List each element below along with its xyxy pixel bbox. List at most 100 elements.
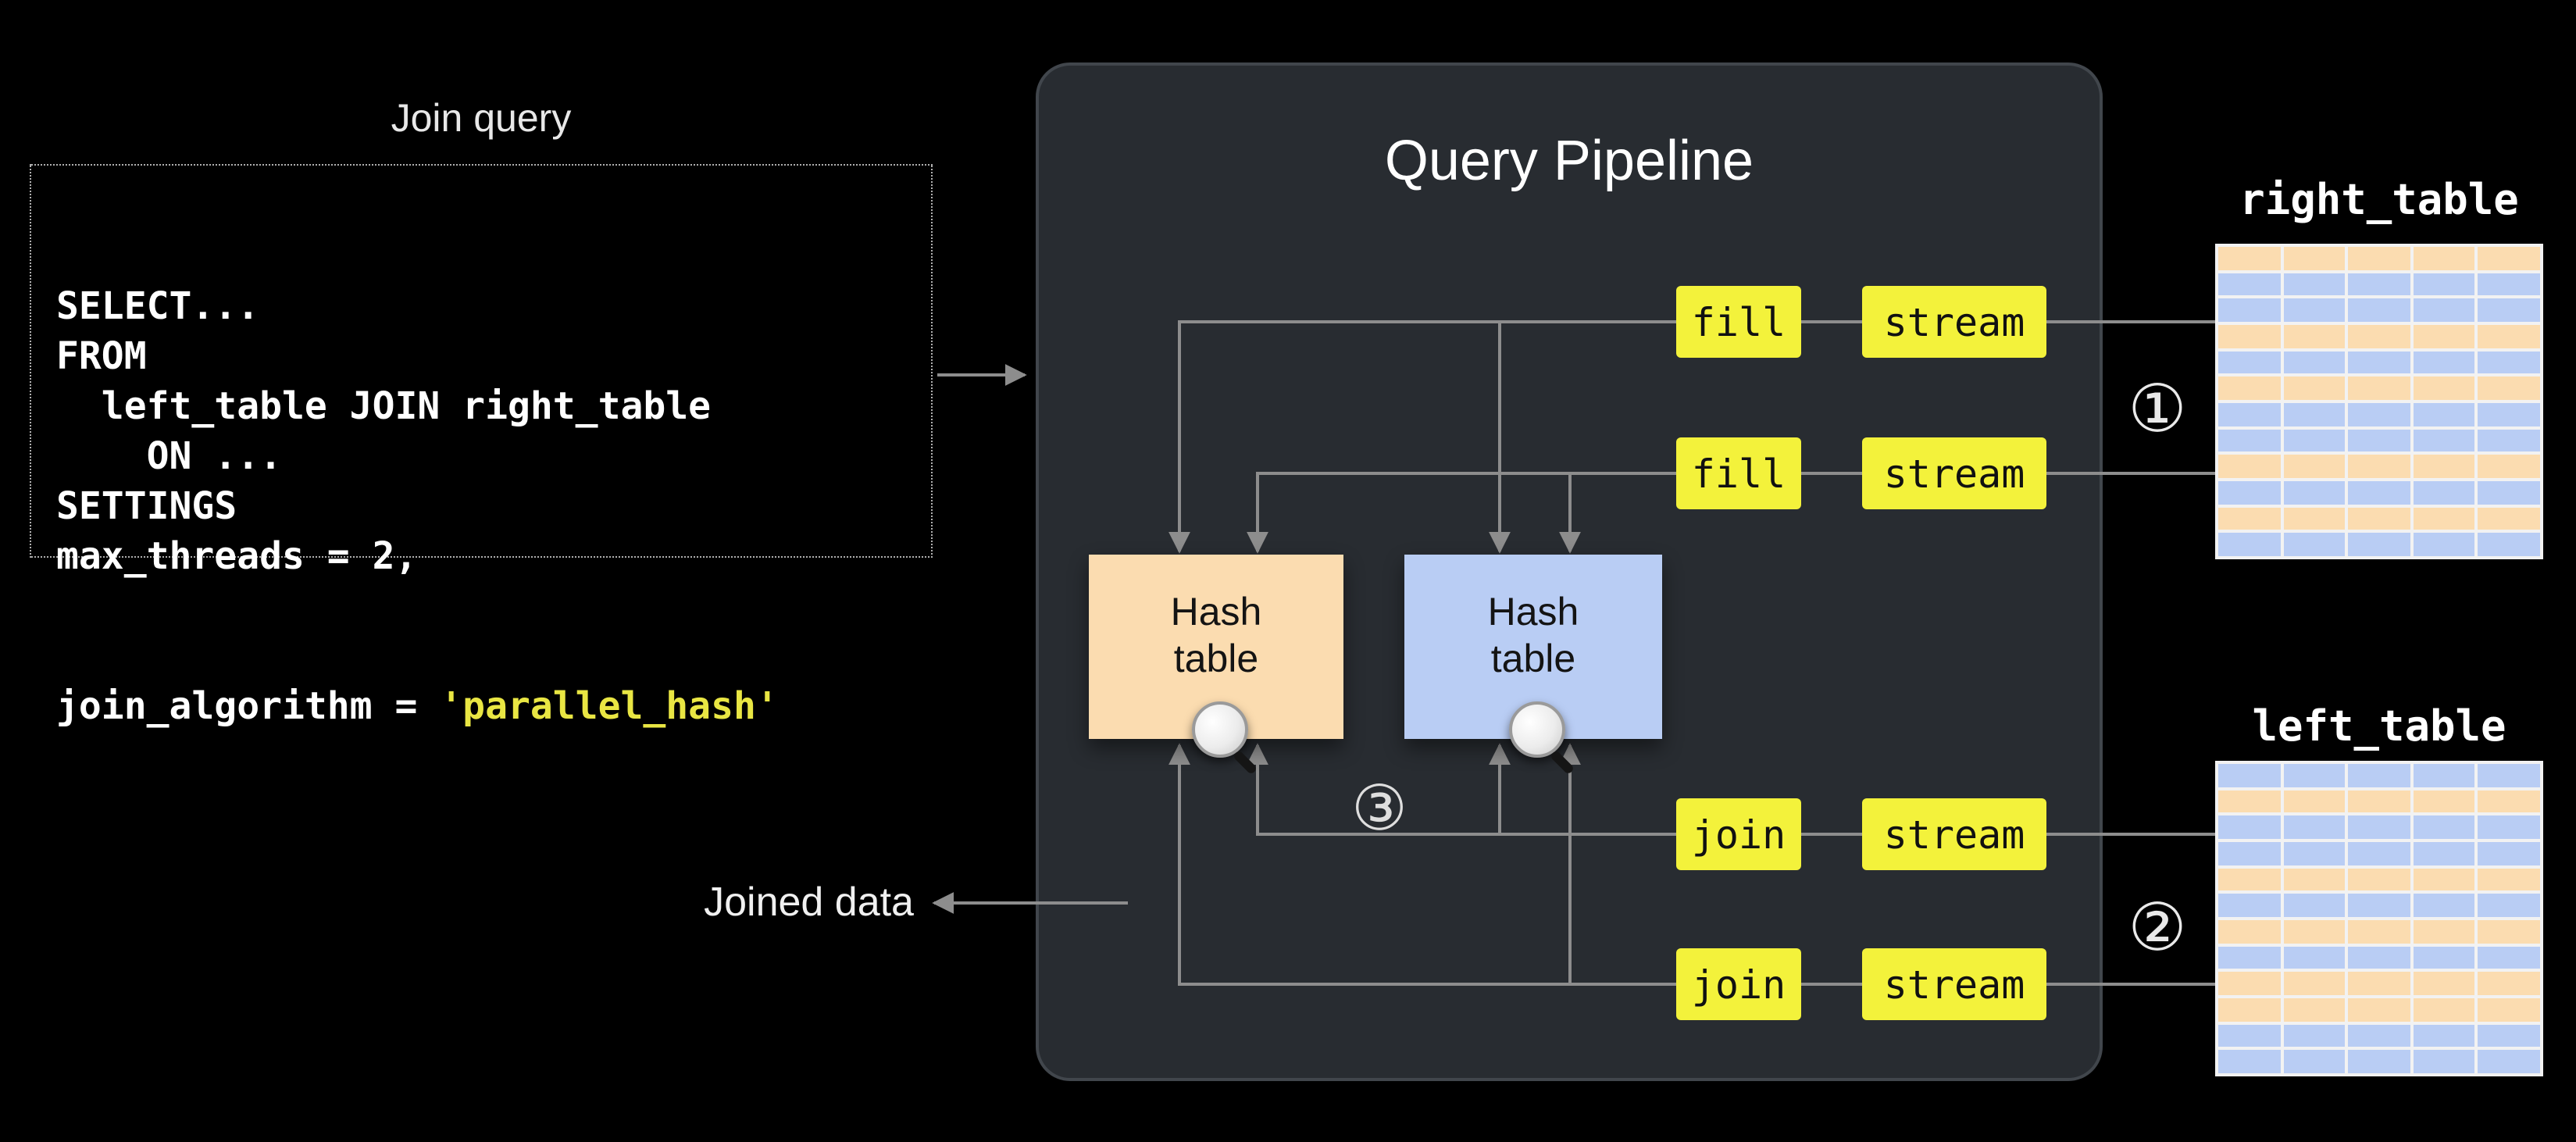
pipeline-title: Query Pipeline (1384, 128, 1754, 192)
table-cell (2283, 247, 2346, 270)
table-cell (2348, 868, 2410, 891)
table-cell (2413, 764, 2475, 787)
table-cell (2283, 972, 2346, 995)
table-cell (2478, 920, 2540, 944)
table-cell (2283, 533, 2346, 556)
table-cell (2218, 351, 2281, 374)
table-cell (2478, 403, 2540, 426)
table-cell (2283, 842, 2346, 865)
table-cell (2413, 946, 2475, 969)
table-cell (2218, 533, 2281, 556)
table-cell (2478, 455, 2540, 478)
table-cell (2283, 764, 2346, 787)
table-cell (2218, 325, 2281, 348)
sql-last-line-prefix: join_algorithm = (56, 684, 441, 728)
table-cell (2283, 815, 2346, 839)
table-cell (2413, 351, 2475, 374)
table-cell (2413, 920, 2475, 944)
table-cell (2218, 273, 2281, 296)
table-cell (2478, 894, 2540, 917)
table-cell (2348, 298, 2410, 322)
step-marker-2: ② (2128, 889, 2187, 965)
table-cell (2283, 351, 2346, 374)
code-line: ON ... (56, 434, 282, 478)
table-cell (2218, 998, 2281, 1022)
fill-box-1: fill (1676, 286, 1801, 358)
table-cell (2413, 894, 2475, 917)
table-cell (2413, 533, 2475, 556)
table-cell (2283, 894, 2346, 917)
table-cell (2283, 507, 2346, 530)
table-cell (2348, 894, 2410, 917)
table-cell (2348, 972, 2410, 995)
table-cell (2218, 403, 2281, 426)
table-cell (2218, 894, 2281, 917)
hash-table-label-line2: table (1490, 637, 1576, 681)
sql-query-box: SELECT...FROM left_table JOIN right_tabl… (30, 164, 933, 728)
table-cell (2283, 298, 2346, 322)
table-cell (2348, 455, 2410, 478)
table-cell (2478, 325, 2540, 348)
table-cell (2348, 946, 2410, 969)
table-cell (2478, 868, 2540, 891)
table-cell (2283, 325, 2346, 348)
table-cell (2348, 920, 2410, 944)
table-cell (2218, 946, 2281, 969)
table-cell (2413, 455, 2475, 478)
table-cell (2283, 868, 2346, 891)
table-cell (2283, 790, 2346, 813)
table-cell (2478, 1050, 2540, 1073)
table-cell (2413, 868, 2475, 891)
table-cell (2478, 815, 2540, 839)
step-marker-3: ③ (1351, 773, 1408, 845)
table-cell (2348, 815, 2410, 839)
table-cell (2478, 790, 2540, 813)
table-cell (2218, 481, 2281, 505)
table-cell (2478, 298, 2540, 322)
table-cell (2348, 507, 2410, 530)
table-cell (2348, 325, 2410, 348)
stream-box-4: stream (1862, 948, 2046, 1020)
stream-box-1: stream (1862, 286, 2046, 358)
table-cell (2478, 273, 2540, 296)
table-cell (2348, 1050, 2410, 1073)
table-cell (2348, 481, 2410, 505)
table-cell (2348, 247, 2410, 270)
table-cell (2478, 972, 2540, 995)
hash-table-label-line1: Hash (1170, 591, 1262, 634)
table-cell (2348, 1024, 2410, 1047)
table-cell (2218, 920, 2281, 944)
table-cell (2413, 247, 2475, 270)
table-cell (2478, 1024, 2540, 1047)
table-cell (2218, 1050, 2281, 1073)
table-cell (2283, 403, 2346, 426)
code-line: max_threads = 2, (56, 534, 418, 578)
magnifier-icon (1509, 701, 1565, 758)
join-query-label: Join query (391, 97, 572, 141)
table-cell (2413, 298, 2475, 322)
table-cell (2283, 481, 2346, 505)
table-cell (2478, 764, 2540, 787)
table-cell (2218, 377, 2281, 400)
table-cell (2413, 815, 2475, 839)
table-cell (2413, 377, 2475, 400)
table-cell (2413, 507, 2475, 530)
table-cell (2218, 429, 2281, 452)
step-marker-1: ① (2128, 370, 2187, 447)
table-cell (2348, 998, 2410, 1022)
table-cell (2218, 1024, 2281, 1047)
left-table-title: left_table (2252, 703, 2506, 751)
sql-highlight-parallel-hash: 'parallel_hash' (440, 684, 779, 728)
table-cell (2283, 1050, 2346, 1073)
table-cell (2413, 1024, 2475, 1047)
table-cell (2348, 842, 2410, 865)
table-cell (2413, 842, 2475, 865)
table-cell (2478, 946, 2540, 969)
table-cell (2283, 946, 2346, 969)
table-cell (2413, 429, 2475, 452)
table-cell (2478, 481, 2540, 505)
table-cell (2218, 764, 2281, 787)
table-cell (2218, 507, 2281, 530)
table-cell (2478, 842, 2540, 865)
